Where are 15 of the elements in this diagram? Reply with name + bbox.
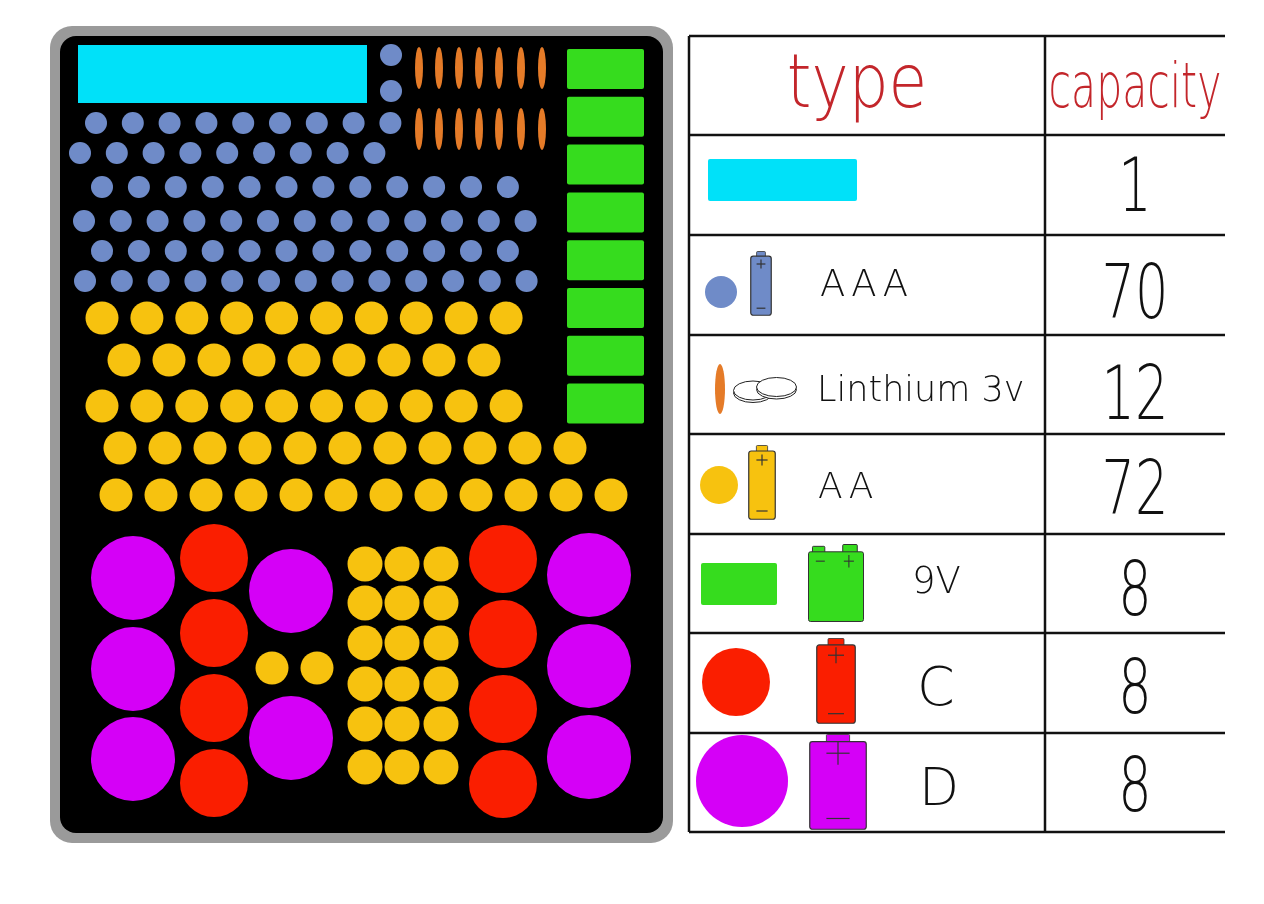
capacity-value: 70 [1101,248,1169,336]
battery-type-label: AAA [820,262,913,306]
capacity-value: 8 [1118,643,1152,731]
capacity-value: 12 [1101,349,1169,437]
battery-type-label: D [919,758,960,818]
battery-type-label: 9V [912,559,961,603]
column-header: type [786,38,928,124]
capacity-value: 1 [1118,141,1152,229]
battery-type-label: AA [818,464,879,507]
battery-type-label: C [917,656,955,719]
column-header: capacity [1048,49,1222,122]
battery-type-label: Linthium 3v [817,368,1025,409]
capacity-value: 8 [1118,545,1152,633]
capacity-value: 8 [1118,741,1152,829]
capacity-value: 72 [1101,444,1169,532]
